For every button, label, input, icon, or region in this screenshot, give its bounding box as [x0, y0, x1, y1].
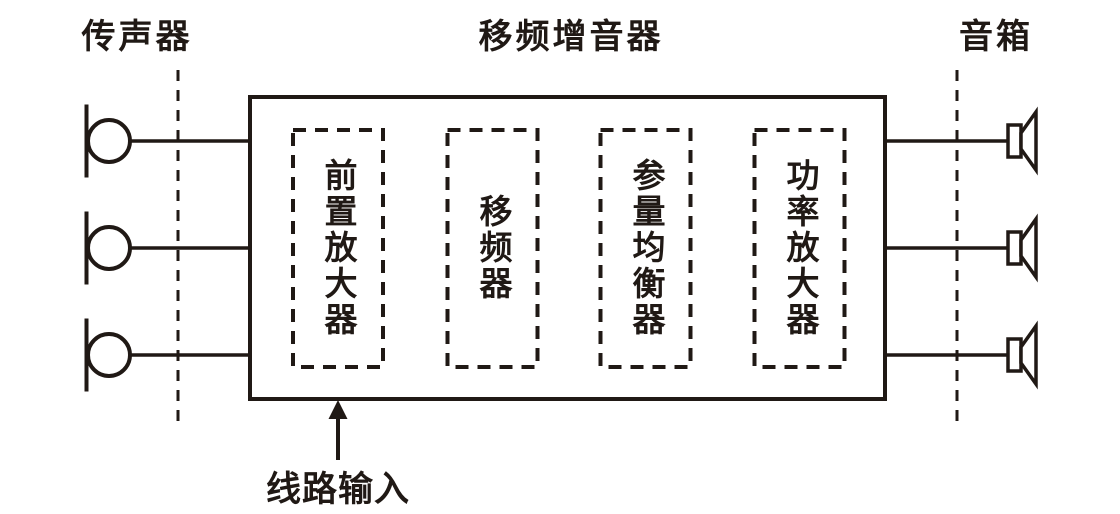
microphone-icon: [84, 211, 252, 285]
speaker-icon: [885, 320, 1038, 390]
module-box-preamplifier: [291, 128, 385, 369]
amplifier-box: [248, 95, 887, 401]
module-label-parametric-equalizer: 参量均衡器: [628, 158, 665, 338]
module-box-power-amplifier: [752, 128, 847, 369]
line-input-label: 线路输入: [266, 470, 411, 509]
module-label-power-amplifier: 功率放大器: [782, 158, 819, 338]
speaker-icon: [885, 213, 1038, 283]
amplifier-title: 移频增音器: [478, 18, 664, 56]
up-arrow-icon: [328, 400, 348, 460]
microphone-section-label: 传声器: [81, 18, 193, 56]
module-box-parametric-equalizer: [598, 128, 693, 369]
module-label-preamplifier: 前置放大器: [320, 158, 357, 338]
module-box-frequency-shifter: [445, 128, 540, 369]
module-label-frequency-shifter: 移频器: [475, 194, 512, 302]
speaker-section-label: 音箱: [959, 18, 1033, 56]
microphone-icon: [84, 318, 252, 392]
microphone-icon: [84, 104, 252, 178]
speaker-icon: [885, 106, 1038, 176]
